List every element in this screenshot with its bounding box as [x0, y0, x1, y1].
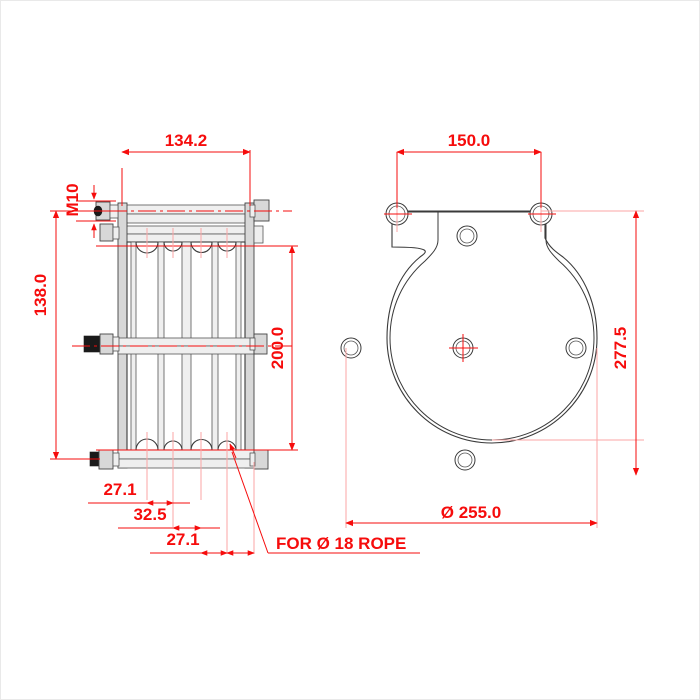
bolt-bottom-right: [249, 449, 269, 470]
plate-outline: [386, 210, 598, 444]
dim-thread-m10: M10: [63, 183, 97, 238]
dim-200-label: 200.0: [268, 327, 287, 370]
dim-27-1-b-label: 27.1: [166, 530, 199, 549]
dim-m10-label: M10: [63, 183, 82, 216]
bolt-upper-left: [99, 223, 120, 242]
dim-bolt-spacing-150: 150.0: [396, 131, 542, 208]
bolt-mid-right: [249, 333, 268, 355]
dim-27-1-a-label: 27.1: [103, 480, 136, 499]
dim-plate-height-277: 277.5: [492, 210, 644, 476]
dim-pitch-3: 27.1: [150, 530, 255, 556]
dim-plate-diameter-255: Ø 255.0: [345, 348, 598, 528]
bolt-mid-left: [83, 333, 120, 355]
dim-width-overall: 134.2: [121, 131, 251, 206]
dim-134-2-label: 134.2: [165, 131, 208, 150]
dim-138-label: 138.0: [31, 274, 50, 317]
front-view-centerlines: [72, 200, 296, 554]
dim-pitch-1: 27.1: [88, 480, 190, 506]
side-view-centerlines: [384, 198, 556, 362]
note-rope-label: FOR Ø 18 ROPE: [276, 534, 406, 553]
dim-height-200: 200.0: [254, 245, 298, 451]
bolt-upper-right: [253, 225, 264, 244]
dim-150-label: 150.0: [448, 131, 491, 150]
dim-277-5-label: 277.5: [611, 327, 630, 370]
dim-pitch-2: 32.5: [118, 505, 220, 531]
dim-height-138: 138.0: [31, 210, 118, 460]
note-rope-leader: FOR Ø 18 ROPE: [229, 443, 420, 554]
dim-255-label: Ø 255.0: [441, 503, 502, 522]
dim-32-5-label: 32.5: [133, 505, 166, 524]
